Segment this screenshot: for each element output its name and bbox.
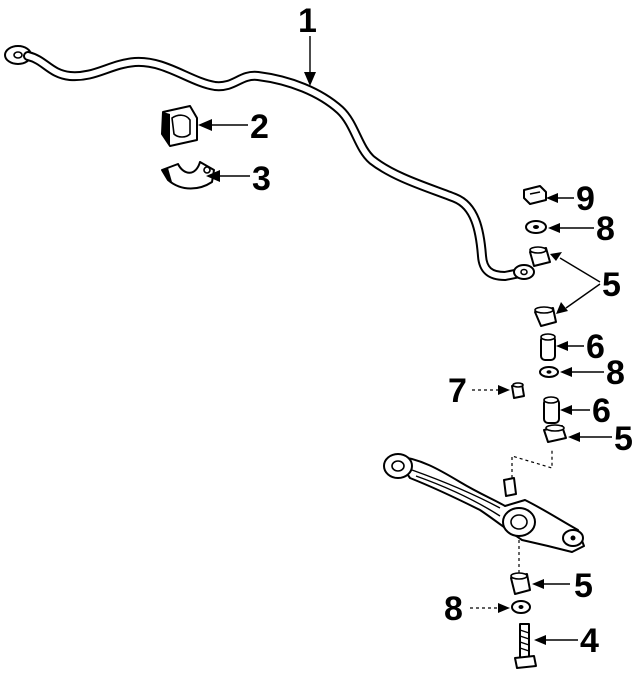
callout-2: 2 bbox=[250, 108, 269, 146]
callout-6-upper: 6 bbox=[586, 328, 605, 366]
washer-middle bbox=[539, 366, 559, 378]
callout-8-lower: 8 bbox=[444, 590, 463, 628]
bolt bbox=[514, 623, 537, 669]
nut bbox=[523, 185, 547, 205]
lower-control-arm bbox=[383, 453, 585, 553]
callout-1: 1 bbox=[298, 2, 317, 40]
collar-lower bbox=[543, 396, 560, 424]
bushing bbox=[161, 105, 198, 147]
cushion-lower bbox=[543, 424, 567, 443]
callout-4: 4 bbox=[580, 622, 599, 660]
washer-upper bbox=[525, 220, 547, 234]
stabilizer-bar bbox=[4, 45, 535, 282]
assembly-guides bbox=[511, 448, 553, 574]
cushion-bottom bbox=[510, 572, 531, 595]
callout-8-middle: 8 bbox=[606, 354, 625, 392]
callout-6-lower: 6 bbox=[592, 392, 611, 430]
callout-8-upper: 8 bbox=[596, 210, 615, 248]
bracket bbox=[161, 161, 215, 190]
callout-9: 9 bbox=[576, 180, 595, 218]
callout-3: 3 bbox=[252, 160, 271, 198]
cushion-middle bbox=[534, 306, 557, 327]
callout-5-middle: 5 bbox=[614, 420, 633, 458]
leader-lines bbox=[198, 36, 612, 645]
callout-labels: 1 2 3 9 8 5 6 8 7 6 5 5 8 4 bbox=[250, 2, 633, 660]
callout-5-upper: 5 bbox=[602, 266, 621, 304]
collar-upper bbox=[540, 333, 556, 361]
cushion-upper bbox=[529, 246, 551, 267]
spacer bbox=[511, 382, 525, 399]
callout-7: 7 bbox=[448, 372, 467, 410]
callout-5-lower: 5 bbox=[574, 567, 593, 605]
washer-lower bbox=[511, 600, 531, 614]
